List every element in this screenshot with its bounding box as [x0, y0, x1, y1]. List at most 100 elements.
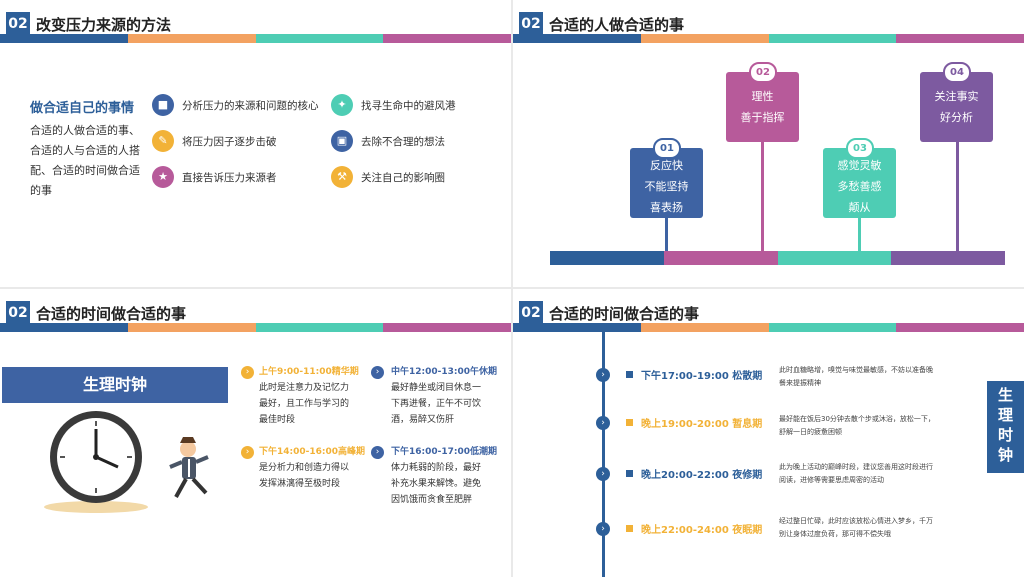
- card-stem: [858, 218, 861, 252]
- period-title: 下午14:00-16:00高峰期: [259, 447, 366, 457]
- header-color-bar: [513, 323, 1024, 332]
- card-number: 03: [846, 138, 874, 159]
- card-line: 理性: [751, 90, 774, 103]
- slide-title: 合适的时间做合适的事: [36, 305, 187, 323]
- star-icon: ★: [152, 166, 174, 188]
- bullet-square: [626, 371, 633, 378]
- card-line: 喜表扬: [650, 201, 683, 214]
- card-stem: [761, 142, 764, 252]
- period-title: 中午12:00-13:00午休期: [391, 367, 498, 377]
- timeline-line: [602, 329, 605, 577]
- side-title-text: 生理时钟: [997, 386, 1013, 464]
- method-item: ▣ 去除不合理的想法: [331, 130, 445, 152]
- card-number: 02: [749, 62, 777, 83]
- briefcase-icon: ▣: [331, 130, 353, 152]
- chevron-right-icon: ›: [596, 416, 610, 430]
- trait-card: 理性 善于指挥: [726, 72, 799, 142]
- slide-title: 合适的人做合适的事: [549, 16, 685, 34]
- slide-title: 合适的时间做合适的事: [549, 305, 700, 323]
- method-label: 将压力因子逐步击破: [182, 135, 277, 148]
- chevron-right-icon: ›: [371, 446, 384, 459]
- method-label: 关注自己的影响圈: [361, 171, 445, 184]
- card-line: 颠从: [848, 201, 871, 214]
- trait-card: 反应快 不能坚持 喜表扬: [630, 148, 703, 218]
- period-text: 最佳时段: [259, 415, 296, 425]
- period-text: 体力耗弱的阶段，最好: [391, 463, 482, 473]
- period-text: 是分析力和创造力得以: [259, 463, 350, 473]
- trait-card: 关注事实 好分析: [920, 72, 993, 142]
- card-number: 01: [653, 138, 681, 159]
- method-item: ■ 分析压力的来源和问题的核心: [152, 94, 319, 116]
- section-badge: 02: [6, 12, 30, 36]
- side-vertical-title: 生理时钟: [987, 381, 1024, 473]
- period-text: 此时是注意力及记忆力: [259, 383, 350, 393]
- section-badge: 02: [519, 12, 543, 36]
- bullet-square: [626, 419, 633, 426]
- magic-wand-icon: ✦: [331, 94, 353, 116]
- method-label: 分析压力的来源和问题的核心: [182, 99, 319, 112]
- method-item: ✎ 将压力因子逐步击破: [152, 130, 277, 152]
- section-heading: 做合适自己的事情: [30, 101, 135, 116]
- period-text: 最好静坐或闭目休息一: [391, 383, 482, 393]
- period-label: 晚上19:00-20:00 暂息期: [641, 419, 763, 430]
- chevron-right-icon: ›: [596, 467, 610, 481]
- period-text: 最好，且工作与学习的: [259, 399, 350, 409]
- method-label: 找寻生命中的避风港: [361, 99, 456, 112]
- period-desc: 经过整日忙碌，此时应该放松心情进入梦乡，千万别让身体过度负荷，那可得不偿失哦: [779, 517, 933, 538]
- card-stem: [956, 142, 959, 252]
- period-text: 因饥饿而贪食至肥胖: [391, 495, 473, 505]
- slide-evening-schedule[interactable]: 02 合适的时间做合适的事 › 下午17:00-19:00 松散期 此时血糖略增…: [513, 289, 1024, 577]
- method-item: ⚒ 关注自己的影响圈: [331, 166, 445, 188]
- slide-change-pressure-methods[interactable]: 02 改变压力来源的方法 做合适自己的事情 合适的人做合适的事、合适的人与合适的…: [0, 0, 511, 287]
- hammer-icon: ⚒: [331, 166, 353, 188]
- video-icon: ■: [152, 94, 174, 116]
- method-item: ✦ 找寻生命中的避风港: [331, 94, 456, 116]
- slide-biological-clock[interactable]: 02 合适的时间做合适的事 生理时钟 › 上午9:00-11:00精华期 此时是: [0, 289, 511, 577]
- header-color-bar: [513, 34, 1024, 43]
- card-number: 04: [943, 62, 971, 83]
- period-desc: 最好能在饭后30分钟去散个步或沐浴，放松一下，舒解一日的疲惫困顿: [779, 415, 935, 436]
- card-line: 感觉灵敏: [837, 159, 882, 172]
- card-line: 反应快: [650, 159, 683, 172]
- period-title: 下午16:00-17:00低潮期: [391, 447, 498, 457]
- period-label: 晚上20:00-22:00 夜修期: [641, 470, 763, 481]
- chevron-right-icon: ›: [371, 366, 384, 379]
- bullet-square: [626, 470, 633, 477]
- period-text: 补充水果来解馋。避免: [391, 479, 482, 489]
- period-text: 酒，易醉又伤肝: [391, 415, 455, 425]
- bullet-square: [626, 525, 633, 532]
- header-color-bar: [0, 323, 511, 332]
- period-desc: 此为晚上活动的巅峰时段，建议您善用这时段进行阅读，进修等需要思虑周密的活动: [779, 463, 933, 484]
- section-body: 合适的人做合适的事、合适的人与合适的人搭配、合适的时间做合适的事: [30, 124, 140, 197]
- trait-card: 感觉灵敏 多愁善感 颠从: [823, 148, 896, 218]
- card-line: 善于指挥: [740, 111, 785, 124]
- slide-title: 改变压力来源的方法: [36, 16, 172, 34]
- pencil-icon: ✎: [152, 130, 174, 152]
- banner-title: 生理时钟: [2, 367, 228, 403]
- period-label: 下午17:00-19:00 松散期: [641, 371, 763, 382]
- period-block: 中午12:00-13:00午休期 最好静坐或闭目休息一 下再进餐，正午不可饮 酒…: [391, 364, 497, 428]
- section-badge: 02: [6, 301, 30, 325]
- header-color-bar: [0, 34, 511, 43]
- card-line: 多愁善感: [837, 180, 882, 193]
- period-block: 下午16:00-17:00低潮期 体力耗弱的阶段，最好 补充水果来解馋。避免 因…: [391, 444, 497, 508]
- card-line: 不能坚持: [644, 180, 689, 193]
- slide-right-person-right-job[interactable]: 02 合适的人做合适的事 反应快 不能坚持 喜表扬 01 理性 善于指挥 02 …: [513, 0, 1024, 287]
- card-line: 好分析: [940, 111, 973, 124]
- card-stem: [665, 218, 668, 252]
- method-item: ★ 直接告诉压力来源者: [152, 166, 277, 188]
- timeline-base-bar: [550, 251, 1005, 265]
- period-block: 上午9:00-11:00精华期 此时是注意力及记忆力 最好，且工作与学习的 最佳…: [259, 364, 359, 428]
- period-text: 下再进餐，正午不可饮: [391, 399, 482, 409]
- period-title: 上午9:00-11:00精华期: [259, 367, 359, 377]
- period-desc: 此时血糖略增，嗅觉与味觉最敏感，不妨以准备晚餐来提振精神: [779, 366, 933, 387]
- chevron-right-icon: ›: [241, 366, 254, 379]
- chevron-right-icon: ›: [596, 368, 610, 382]
- chevron-right-icon: ›: [241, 446, 254, 459]
- period-text: 发挥淋漓得至极时段: [259, 479, 341, 489]
- section-badge: 02: [519, 301, 543, 325]
- clock-runner-illustration: [44, 411, 209, 513]
- period-label: 晚上22:00-24:00 夜眠期: [641, 525, 763, 536]
- chevron-right-icon: ›: [596, 522, 610, 536]
- method-label: 去除不合理的想法: [361, 135, 445, 148]
